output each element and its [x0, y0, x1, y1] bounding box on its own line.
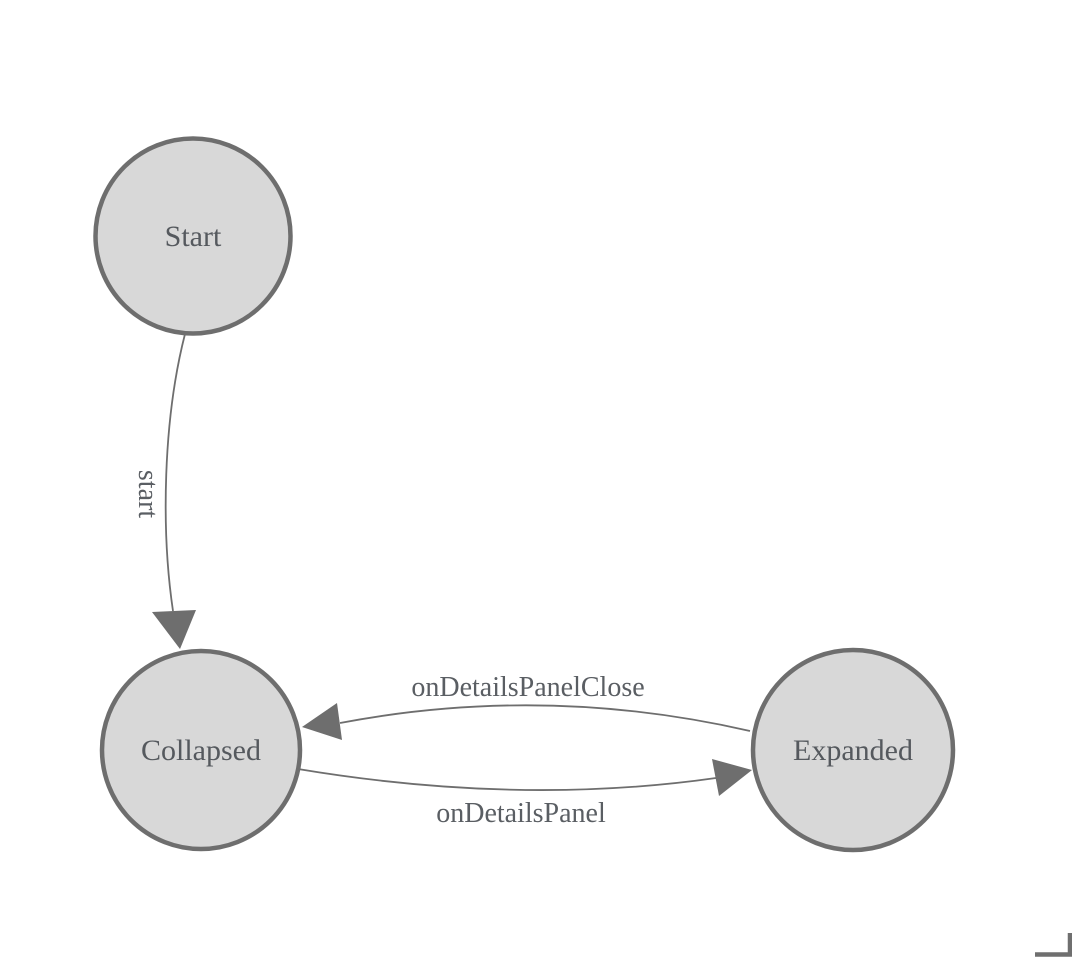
- canvas-corner-mark: [1035, 933, 1072, 957]
- state-node-collapsed[interactable]: Collapsed: [99, 648, 303, 852]
- edge-start-to-collapsed: start: [132, 333, 196, 649]
- state-node-expanded[interactable]: Expanded: [750, 647, 956, 853]
- edge-label-ondetailspanelclose: onDetailsPanelClose: [411, 672, 644, 703]
- arrowhead-icon: [302, 703, 342, 740]
- state-circle-expanded[interactable]: [750, 647, 956, 853]
- state-circle-start[interactable]: [93, 136, 293, 336]
- state-label-expanded: Expanded: [793, 734, 913, 767]
- state-label-start: Start: [165, 220, 222, 253]
- state-label-collapsed: Collapsed: [141, 734, 261, 767]
- arrowhead-icon: [152, 610, 196, 649]
- edge-line-start: [164, 333, 186, 612]
- state-node-start[interactable]: Start: [93, 136, 293, 336]
- arrowhead-icon: [712, 759, 752, 796]
- edge-label-ondetailspanel: onDetailsPanel: [436, 798, 606, 829]
- edge-line-ondetailspanel: [297, 768, 717, 791]
- edge-label-start: start: [132, 470, 163, 518]
- state-circle-collapsed[interactable]: [99, 648, 303, 852]
- edge-expanded-to-collapsed: onDetailsPanelClose: [302, 672, 751, 740]
- edge-line-ondetailspanelclose: [339, 704, 751, 732]
- edge-collapsed-to-expanded: onDetailsPanel: [297, 759, 752, 829]
